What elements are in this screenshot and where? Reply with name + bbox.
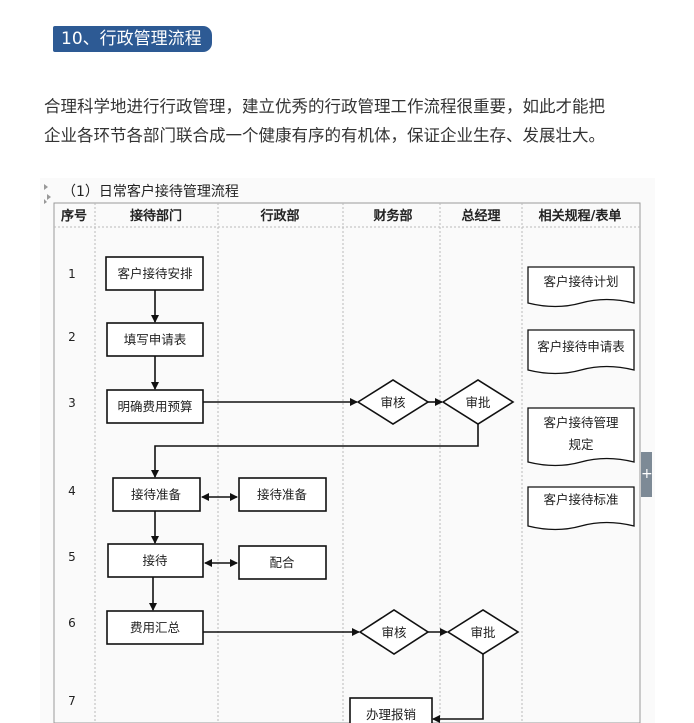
row-number: 4 <box>68 484 76 498</box>
step-label: 接待 <box>142 553 168 568</box>
step-label: 填写申请表 <box>124 332 187 347</box>
step-label: 配合 <box>269 555 295 570</box>
document-label: 规定 <box>568 437 593 452</box>
decision-label: 审核 <box>380 395 406 410</box>
document-label: 客户接待申请表 <box>537 339 625 354</box>
row-number: 2 <box>68 330 76 344</box>
step-label: 客户接待安排 <box>117 266 193 281</box>
intro-paragraph: 合理科学地进行行政管理，建立优秀的行政管理工作流程很重要，如此才能把 企业各环节… <box>44 92 664 150</box>
decision-label: 审批 <box>465 395 490 410</box>
step-label: 接待准备 <box>131 487 182 502</box>
step-label: 接待准备 <box>257 487 308 502</box>
step-box <box>105 256 204 291</box>
decision-label: 审核 <box>381 625 407 640</box>
header-finance-dept: 财务部 <box>373 208 412 224</box>
row-number: 1 <box>68 267 76 281</box>
step-box <box>106 322 204 357</box>
header-general-manager: 总经理 <box>461 208 500 224</box>
step-box <box>238 545 327 580</box>
document-label: 客户接待标准 <box>543 492 618 507</box>
flowchart-title: （1）日常客户接待管理流程 <box>62 183 239 200</box>
header-admin-dept: 行政部 <box>259 208 299 224</box>
step-box <box>107 543 204 578</box>
decision-diamond <box>441 379 515 425</box>
row-number: 3 <box>68 396 76 410</box>
step-label: 费用汇总 <box>130 620 180 635</box>
decision-label: 审批 <box>470 625 495 640</box>
bullet-icon <box>44 184 51 204</box>
document-label: 客户接待计划 <box>543 274 618 289</box>
step-box <box>112 477 201 512</box>
decision-diamond <box>446 609 520 655</box>
step-label: 明确费用预算 <box>117 399 192 414</box>
step-label: 办理报销 <box>366 707 416 722</box>
row-number: 7 <box>68 694 76 708</box>
step-box <box>106 610 204 645</box>
intro-line: 企业各环节各部门联合成一个健康有序的有机体，保证企业生存、发展壮大。 <box>44 126 605 145</box>
row-number: 6 <box>68 616 76 630</box>
step-box <box>349 697 433 723</box>
intro-line: 合理科学地进行行政管理，建立优秀的行政管理工作流程很重要，如此才能把 <box>44 97 605 116</box>
document-shapes <box>527 266 635 531</box>
step-box <box>106 389 204 424</box>
expand-side-button[interactable]: + <box>641 452 653 497</box>
document-label: 客户接待管理 <box>543 415 619 430</box>
row-number: 5 <box>68 550 76 564</box>
section-title-badge: 10、行政管理流程 <box>53 26 212 52</box>
header-seq: 序号 <box>61 208 87 224</box>
header-related-forms: 相关规程/表单 <box>539 208 622 224</box>
step-box <box>238 477 327 512</box>
table-grid <box>53 202 641 723</box>
header-reception-dept: 接待部门 <box>130 208 182 224</box>
